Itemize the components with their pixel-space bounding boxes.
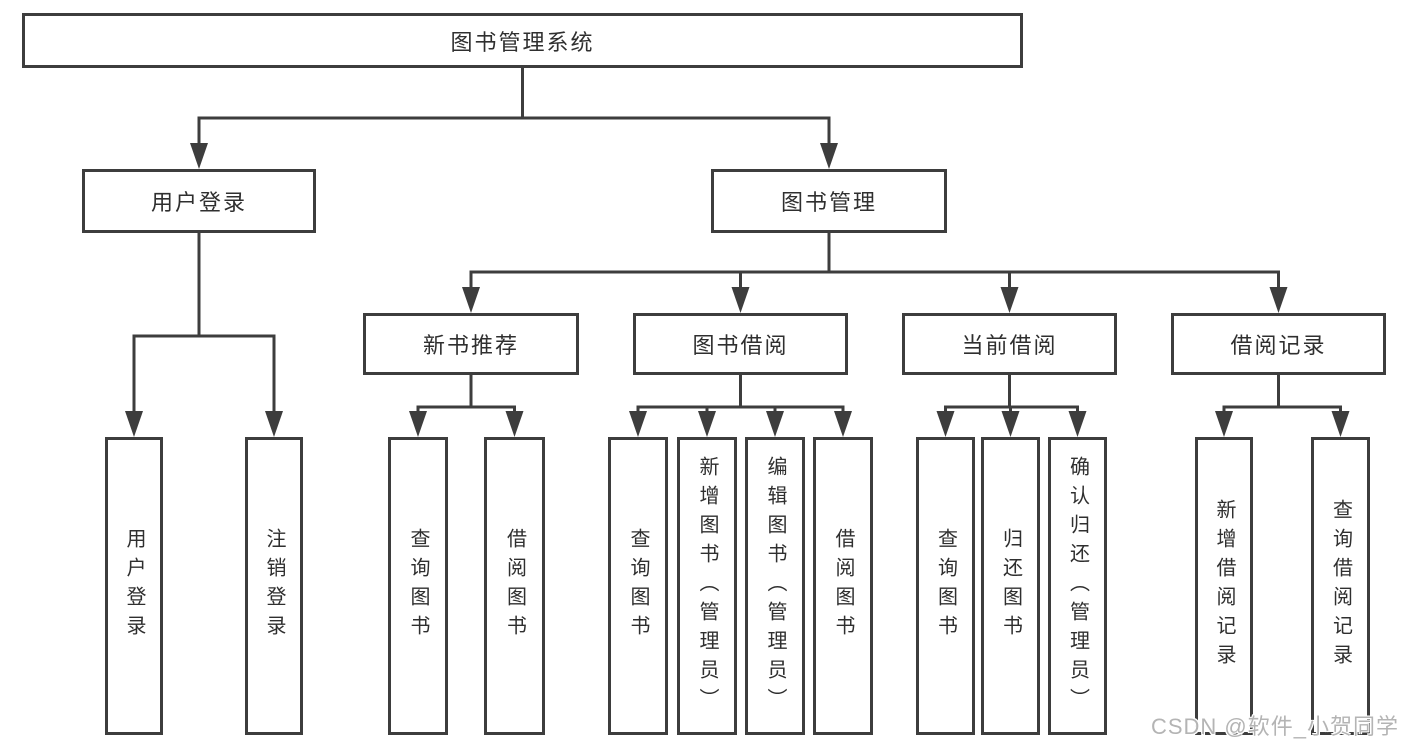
arrowhead-book-borrow (731, 287, 750, 313)
watermark: CSDN @软件_小贺同学 (1150, 714, 1399, 739)
node-add-book: 新增图书（管理员） (677, 437, 737, 735)
node-query-borrow-record: 查询借阅记录 (1311, 437, 1370, 735)
arrowhead-book-mgmt (820, 143, 838, 169)
node-new-book-rec: 新书推荐 (363, 313, 579, 375)
node-user-login: 用户登录 (82, 169, 316, 233)
node-book-mgmt: 图书管理 (711, 169, 947, 233)
node-edit-book: 编辑图书（管理员） (745, 437, 805, 735)
arrowhead-borrow-book-1 (505, 411, 524, 437)
arrowhead-borrow-book-2 (834, 411, 852, 437)
node-borrow-records: 借阅记录 (1171, 313, 1386, 375)
arrowhead-user-login (190, 143, 208, 169)
arrowhead-add-borrow-record (1215, 411, 1233, 437)
node-borrow-book-2: 借阅图书 (813, 437, 873, 735)
arrowhead-new-book-rec (462, 287, 480, 313)
node-query-book-3: 查询图书 (916, 437, 975, 735)
arrowhead-query-borrow-record (1331, 411, 1350, 437)
arrowhead-query-book-3 (936, 411, 955, 437)
arrowhead-edit-book (766, 411, 784, 437)
node-login: 用户登录 (105, 437, 163, 735)
arrowhead-confirm-return (1068, 411, 1087, 437)
arrowhead-add-book (698, 411, 716, 437)
node-logout: 注销登录 (245, 437, 303, 735)
node-query-book-2: 查询图书 (608, 437, 668, 735)
node-confirm-return: 确认归还（管理员） (1048, 437, 1107, 735)
arrowhead-login (125, 411, 143, 437)
arrowhead-logout (265, 411, 283, 437)
node-add-borrow-record: 新增借阅记录 (1195, 437, 1253, 735)
arrowhead-borrow-records (1269, 287, 1288, 313)
node-book-borrow: 图书借阅 (633, 313, 848, 375)
node-root: 图书管理系统 (22, 13, 1023, 68)
node-query-book-1: 查询图书 (388, 437, 448, 735)
arrowhead-query-book-1 (409, 411, 427, 437)
arrowhead-query-book-2 (629, 411, 647, 437)
node-borrow-book-1: 借阅图书 (484, 437, 545, 735)
node-return-book: 归还图书 (981, 437, 1040, 735)
arrowhead-return-book (1001, 411, 1020, 437)
node-current-borrow: 当前借阅 (902, 313, 1117, 375)
arrowhead-current-borrow (1000, 287, 1019, 313)
